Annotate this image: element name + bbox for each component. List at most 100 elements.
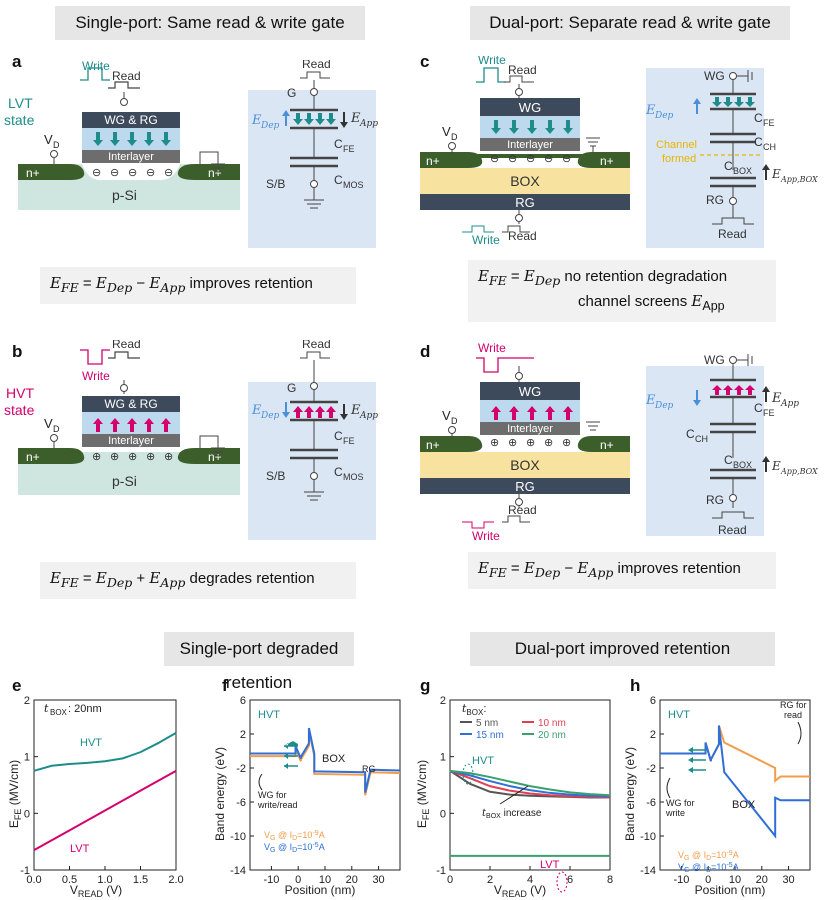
svg-text:WG for: WG for bbox=[666, 798, 695, 808]
x-tick-label: 30 bbox=[372, 874, 384, 886]
svg-text:C: C bbox=[724, 453, 733, 467]
circuit-a-bg bbox=[248, 90, 376, 248]
svg-text:Dep: Dep bbox=[260, 121, 280, 131]
svg-text:HVT: HVT bbox=[472, 755, 494, 767]
y-tick-label: 2 bbox=[240, 729, 246, 741]
svg-text:state: state bbox=[4, 402, 35, 418]
svg-text:WG for: WG for bbox=[258, 790, 287, 800]
svg-text:E: E bbox=[251, 403, 262, 418]
svg-text:D: D bbox=[451, 132, 458, 142]
y-tick-label: 0 bbox=[24, 808, 30, 820]
svg-text:C: C bbox=[686, 427, 695, 441]
gate-terminal bbox=[120, 98, 128, 106]
svg-text:Write: Write bbox=[82, 369, 110, 383]
svg-text:Read: Read bbox=[302, 60, 331, 71]
series-label-lvt: LVT bbox=[70, 843, 90, 855]
svg-text:Write: Write bbox=[472, 233, 500, 247]
panel-b-diagram: HVT state Write Read WG & RG Interlayer … bbox=[4, 340, 378, 540]
svg-text:FE: FE bbox=[763, 408, 775, 418]
svg-text:Read: Read bbox=[508, 63, 537, 77]
svg-text:E: E bbox=[771, 167, 781, 181]
x-tick-label: 20 bbox=[346, 874, 358, 886]
svg-text:Interlayer: Interlayer bbox=[507, 423, 553, 435]
svg-text:RG: RG bbox=[706, 193, 724, 207]
svg-text:V: V bbox=[44, 132, 53, 147]
svg-text:D: D bbox=[53, 140, 60, 150]
svg-text:n+: n+ bbox=[600, 438, 614, 452]
svg-text:tBOX increase: tBOX increase bbox=[482, 808, 542, 820]
svg-text:Read: Read bbox=[302, 340, 331, 351]
panel-label-g: g bbox=[420, 676, 431, 695]
svg-text:⊕: ⊕ bbox=[490, 437, 499, 449]
svg-text:E: E bbox=[771, 459, 781, 473]
svg-text:C: C bbox=[334, 137, 343, 151]
svg-text:⊖: ⊖ bbox=[164, 167, 173, 179]
panel-label-c: c bbox=[420, 52, 430, 71]
svg-text:RG: RG bbox=[515, 479, 535, 494]
y-tick-label: -10 bbox=[640, 831, 656, 843]
svg-text:Band energy (eV): Band energy (eV) bbox=[213, 747, 227, 841]
x-tick-label: 2.0 bbox=[168, 874, 183, 886]
y-tick-label: -6 bbox=[646, 797, 656, 809]
series-line bbox=[449, 769, 611, 797]
svg-text:Dep: Dep bbox=[654, 111, 674, 121]
svg-text:V: V bbox=[442, 124, 451, 139]
single-port-retention-title: Single-port degraded retention bbox=[164, 632, 354, 692]
svg-text:Read: Read bbox=[718, 523, 747, 537]
equation-b: EFE = EDep + EApp degrades retention bbox=[40, 562, 356, 599]
polarization-arrows-up bbox=[93, 418, 171, 432]
y-tick-label: 2 bbox=[440, 695, 446, 707]
svg-text:E: E bbox=[350, 403, 361, 418]
svg-text:: 20nm: : 20nm bbox=[68, 703, 102, 715]
svg-text:BOX: BOX bbox=[50, 708, 68, 717]
y-tick-label: 1 bbox=[440, 752, 446, 764]
svg-text:V: V bbox=[442, 408, 451, 423]
svg-text:C: C bbox=[334, 429, 343, 443]
x-tick-label: 20 bbox=[756, 874, 768, 886]
x-tick-label: 1.0 bbox=[97, 874, 112, 886]
svg-text:n+: n+ bbox=[208, 166, 222, 180]
x-tick-label: 6 bbox=[567, 874, 573, 886]
svg-text:formed: formed bbox=[662, 153, 696, 165]
dual-port-retention-title: Dual-port improved retention bbox=[470, 632, 775, 666]
svg-text:⊕: ⊕ bbox=[146, 451, 155, 463]
svg-text:EFE (MV/cm): EFE (MV/cm) bbox=[7, 760, 23, 828]
svg-text:write/read: write/read bbox=[257, 800, 298, 810]
svg-text:Write: Write bbox=[472, 529, 500, 543]
y-tick-label: -14 bbox=[230, 865, 246, 877]
y-tick-label: -2 bbox=[236, 763, 246, 775]
series-line bbox=[660, 725, 810, 839]
svg-text:⊕: ⊕ bbox=[508, 437, 517, 449]
x-tick-label: 0 bbox=[295, 874, 301, 886]
svg-text:Dep: Dep bbox=[654, 401, 674, 411]
svg-text:WG: WG bbox=[519, 384, 541, 399]
svg-text:read: read bbox=[784, 710, 802, 720]
svg-text:Write: Write bbox=[478, 56, 506, 67]
svg-text:C: C bbox=[754, 401, 763, 415]
equation-d: EFE = EDep − EApp improves retention bbox=[468, 552, 776, 589]
svg-text:WG: WG bbox=[704, 69, 725, 83]
box-layer bbox=[420, 168, 630, 194]
svg-text:BOX: BOX bbox=[322, 753, 346, 765]
y-tick-label: -6 bbox=[236, 797, 246, 809]
svg-text:BOX: BOX bbox=[510, 173, 540, 189]
panel-d-diagram: Write WG Interlayer n+ n+ ⊕⊕⊕⊕⊕ BOX RG W… bbox=[420, 341, 818, 543]
svg-text:⊖: ⊖ bbox=[508, 153, 517, 165]
read-label: Read bbox=[112, 69, 141, 83]
svg-text:⊖: ⊖ bbox=[544, 153, 553, 165]
plot-frame bbox=[33, 699, 177, 871]
panel-label-e: e bbox=[12, 676, 22, 695]
y-tick-label: -1 bbox=[436, 865, 446, 877]
svg-text:Interlayer: Interlayer bbox=[507, 139, 553, 151]
svg-text:⊕: ⊕ bbox=[110, 451, 119, 463]
svg-text:EFE (MV/cm): EFE (MV/cm) bbox=[415, 760, 431, 828]
svg-text:FE: FE bbox=[343, 436, 355, 446]
svg-text:Band energy (eV): Band energy (eV) bbox=[623, 747, 637, 841]
x-tick-label: 10 bbox=[319, 874, 331, 886]
svg-text:CH: CH bbox=[763, 142, 776, 152]
x-tick-label: 8 bbox=[607, 874, 613, 886]
y-tick-label: 6 bbox=[240, 695, 246, 707]
svg-text:MOS: MOS bbox=[343, 180, 364, 190]
